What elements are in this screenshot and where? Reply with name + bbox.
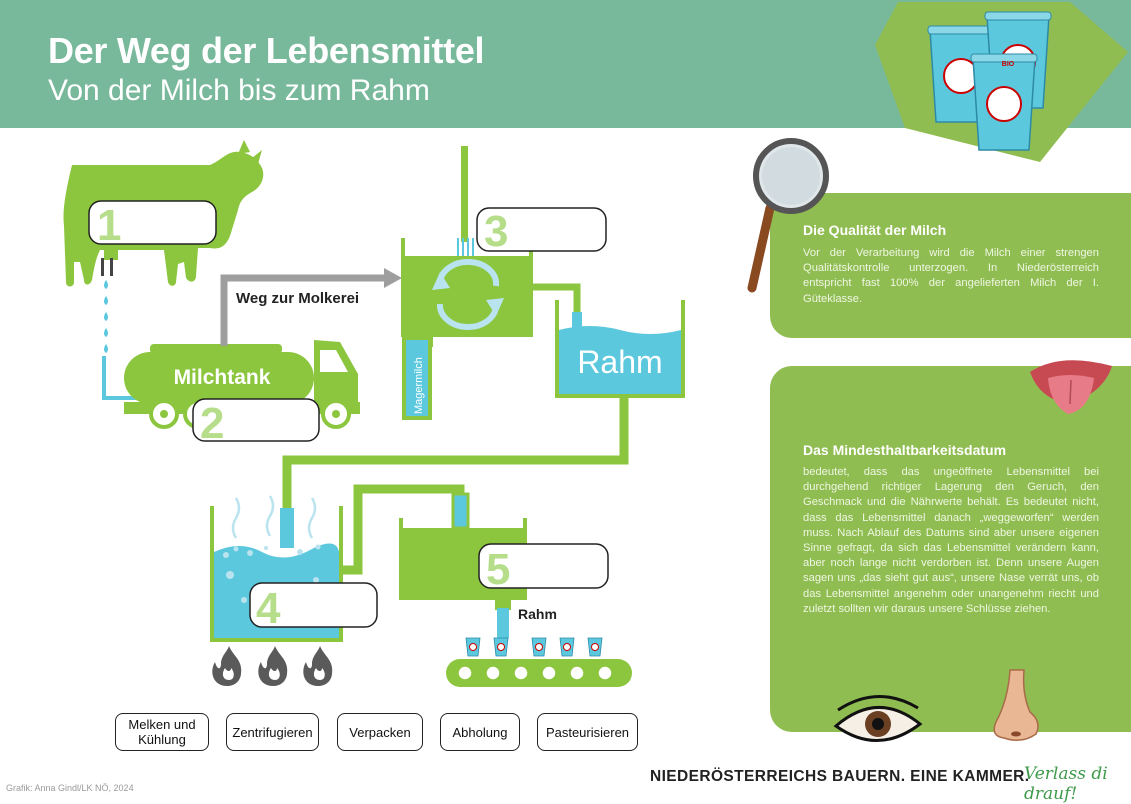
slogan: Verlass di drauf! [1024, 764, 1108, 804]
step-number: 3 [484, 207, 508, 256]
route-arrow [220, 268, 402, 346]
cream-vessel-icon [282, 300, 685, 510]
nose-icon [993, 669, 1039, 741]
image-credit: Grafik: Anna Gindl/LK NÖ, 2024 [6, 783, 134, 793]
tongue-icon [1030, 360, 1112, 414]
quality-heading: Die Qualität der Milch [803, 222, 947, 238]
organization-name: NIEDERÖSTERREICHS BAUERN. EINE KAMMER. [650, 768, 1030, 785]
quality-text: Vor der Verarbeitung wird die Milch eine… [803, 247, 1099, 305]
best-before-heading: Das Mindesthaltbarkeitsdatum [803, 442, 1007, 458]
best-before-panel: Das Mindesthaltbarkeitsdatum bedeutet, d… [770, 366, 1131, 732]
step-box-5[interactable]: 5 [478, 543, 609, 594]
step-number: 2 [200, 399, 224, 448]
step-box-4[interactable]: 4 [249, 582, 378, 633]
step-number: 4 [256, 584, 281, 633]
magnifier-icon [747, 138, 829, 293]
skim-milk-label: Magermilch [413, 357, 425, 414]
option-packaging[interactable]: Verpacken [337, 713, 423, 751]
milk-tank-label: Milchtank [174, 366, 271, 389]
step-number: 1 [97, 201, 121, 250]
step-box-2[interactable]: 2 [192, 398, 320, 448]
option-collection[interactable]: Abholung [440, 713, 520, 751]
yogurt-cups-badge: BIO [875, 2, 1128, 162]
quality-panel: Die Qualität der Milch Vor der Verarbeit… [770, 193, 1131, 338]
route-label: Weg zur Molkerei [236, 290, 359, 307]
step-box-3[interactable]: 3 [476, 207, 607, 256]
best-before-text: bedeutet, dass das ungeöffnete Lebensmit… [803, 466, 1099, 615]
step-box-1[interactable]: 1 [88, 200, 217, 250]
cream-vessel-label: Rahm [577, 344, 662, 380]
page-subtitle: Von der Milch bis zum Rahm [48, 74, 430, 107]
milk-drops [101, 258, 140, 400]
page-title: Der Weg der Lebensmittel [48, 30, 485, 71]
cup-logo-text: BIO [1002, 61, 1015, 68]
option-pasteurizing[interactable]: Pasteurisieren [537, 713, 638, 751]
eye-icon [833, 695, 923, 742]
step-number: 5 [486, 545, 510, 594]
centrifuge-icon [401, 146, 581, 420]
cream-output-label: Rahm [518, 606, 557, 622]
option-centrifuging[interactable]: Zentrifugieren [226, 713, 319, 751]
option-milking-cooling[interactable]: Melken und Kühlung [115, 713, 209, 751]
